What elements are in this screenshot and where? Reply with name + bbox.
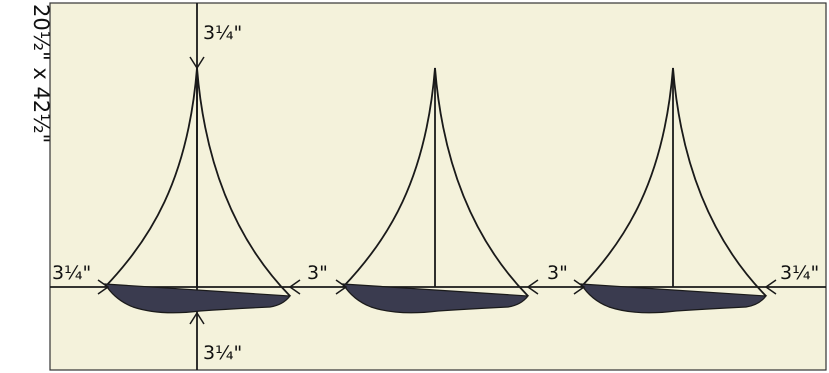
bottom-arrow-icon: [189, 311, 205, 325]
between-2-3-right-arrow-icon: [573, 279, 586, 295]
measurement-left: 3¼": [52, 262, 91, 284]
measurement-right: 3¼": [780, 262, 819, 284]
measurement-top: 3¼": [203, 22, 242, 44]
right-arrow-icon: [764, 279, 777, 295]
measurement-between-1-2: 3": [307, 262, 328, 284]
hull: [341, 283, 530, 314]
between-1-2-arrow-icon: [288, 279, 301, 295]
size-label: 20½" x 42½": [29, 4, 53, 143]
hull: [103, 283, 292, 314]
hull: [579, 283, 768, 314]
sailboat-3: [579, 67, 768, 314]
top-arrow-icon: [189, 56, 205, 70]
left-arrow-icon: [97, 279, 110, 295]
quilt-panel: [49, 2, 827, 371]
between-1-2-right-arrow-icon: [335, 279, 348, 295]
between-2-3-arrow-icon: [526, 279, 539, 295]
sailboat-2: [341, 67, 530, 314]
measurement-bottom: 3¼": [203, 342, 242, 364]
measurement-between-2-3: 3": [547, 262, 568, 284]
